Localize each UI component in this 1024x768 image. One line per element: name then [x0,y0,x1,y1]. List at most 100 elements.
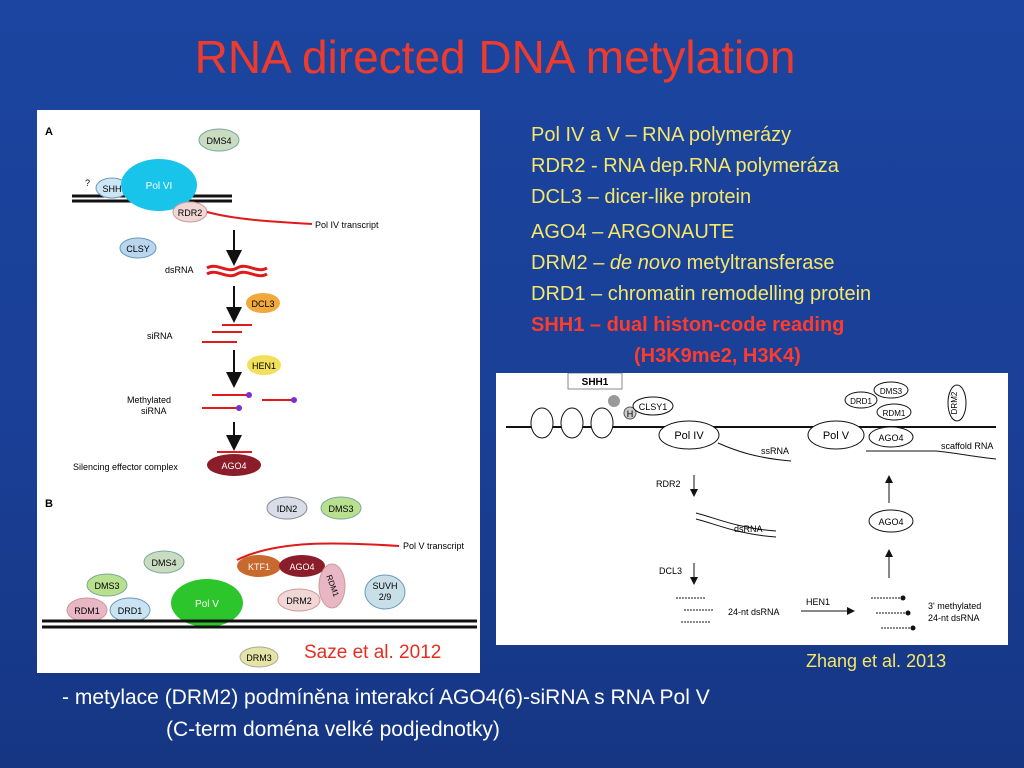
dms3-label: DMS3 [328,504,353,514]
clsy1-label: CLSY1 [639,402,668,412]
ssrna-label: ssRNA [761,446,789,456]
polvi-label: Pol VI [146,181,173,192]
hen1-label-b: HEN1 [806,597,830,607]
rdm1-label-c: RDM1 [883,409,906,418]
polIV-label: Pol IV [674,430,704,442]
h-domain [623,406,637,420]
dsrna-label: dsRNA [165,265,194,275]
clsy-protein [119,237,157,259]
scaffold-label: scaffold RNA [941,441,993,451]
ktf1-protein [237,555,281,577]
drm2-label: DRM2 [286,596,312,606]
shh1-label: SHH1 [582,377,609,388]
bottom-note: - metylace (DRM2) podmíněna interakcí AG… [62,686,710,709]
rdm1-protein [318,563,346,609]
drd1-label-b: DRD1 [850,397,872,406]
drm3-label: DRM3 [246,653,272,663]
polv-protein [171,579,243,627]
drm2-label-b: DRM2 [950,391,959,414]
drd1-label: DRD1 [118,606,143,616]
polV-label: Pol V [823,430,850,442]
polV-transcript-line [236,542,400,561]
clsy1-protein [632,396,674,416]
shh1-domain [608,395,620,407]
panel-a-label: A [45,126,53,138]
dsrna-label-b: dsRNA [734,524,763,534]
h-label: H [627,409,634,419]
methyl-group [291,397,297,403]
drm2-protein-b [947,384,967,422]
ago4-protein-b [279,555,325,577]
methylated-label-2: siRNA [141,406,167,416]
methylated-label: Methylated [127,395,171,405]
abbreviation-legend: Pol IV a V – RNA polymerázy RDR2 - RNA d… [531,120,871,372]
dcl3-label: DCL3 [251,299,274,309]
legend-line: DCL3 – dicer-like protein [531,186,752,208]
dms4-protein-b [143,550,185,574]
methyl-group [236,405,242,411]
dms4-protein [198,128,240,152]
figure-zhang: SHH1 H CLSY1 Pol IV ssRNA Pol V DRD1 DMS… [496,372,1008,645]
legend-drm2-a: DRM2 – [531,252,610,274]
dms3-protein-c [873,381,909,399]
legend-highlight: SHH1 – dual histon-code reading [531,314,845,336]
legend-line: RDR2 - RNA dep.RNA polymeráza [531,155,839,177]
clsy-label: CLSY [126,244,150,254]
ago4-protein-c [868,426,914,448]
nucleosomes [530,407,614,439]
ago4-label-c: AGO4 [878,433,903,443]
suvh-protein [364,574,406,610]
methylated-label-b-2: 24-nt dsRNA [928,613,980,623]
polIV-transcript-label: Pol IV transcript [315,220,379,230]
dms3-label-b: DMS3 [94,581,119,591]
dsrna-shape [206,264,268,272]
sirna-label: siRNA [147,331,173,341]
dcl3-label-b: DCL3 [659,566,682,576]
methylated-dsrna-group [871,595,916,631]
rdr2-label-b: RDR2 [656,479,681,489]
ago4-label: AGO4 [221,461,246,471]
dsrna-shape [206,270,268,278]
methylated-label-b: 3' methylated [928,601,981,611]
rddm-model-diagram: SHH1 H CLSY1 Pol IV ssRNA Pol V DRD1 DMS… [506,372,997,631]
ssrna-line [717,442,792,462]
panel-b-label: B [45,498,53,510]
dms3-label-c: DMS3 [880,387,903,396]
figure-saze: A DMS4 SHH ? Pol VI RDR2 Pol IV transcri… [37,110,480,673]
legend-drm2-italic: de novo [609,252,682,274]
shh-label: SHH [102,184,121,194]
citation-zhang: Zhang et al. 2013 [806,651,947,671]
question-mark: ? [85,178,90,188]
bottom-note-2: (C-term doména velké podjednotky) [166,718,500,741]
dsrna-line [695,518,777,538]
shh1-tag [567,372,623,390]
ago4-label-b: AGO4 [289,562,314,572]
drm3-protein [239,646,279,668]
ktf1-label: KTF1 [248,562,270,572]
rdm1-label-b: RDM1 [74,606,100,616]
scaffold-rna-line [866,450,997,460]
nt24-label: 24-nt dsRNA [728,607,780,617]
polV-protein [807,420,865,450]
suvh-label-2: 2/9 [379,592,392,602]
polvi-protein [121,159,197,211]
polV-transcript-label: Pol V transcript [403,541,465,551]
dms4-label-b: DMS4 [151,558,176,568]
ago4-protein [207,454,261,476]
silencing-complex-label: Silencing effector complex [73,462,178,472]
legend-line: DRD1 – chromatin remodelling protein [531,283,872,305]
legend-drm2-c: metyltransferase [681,252,835,274]
polIV-transcript-line [206,211,313,225]
legend-line-drm2: DRM2 – de novo metyltransferase [531,248,871,279]
rdm1-protein-c [876,403,912,421]
methyl-group [246,392,252,398]
dsrna-line [695,512,777,532]
legend-highlight-2: (H3K9me2, H3K4) [634,345,801,367]
rdr2-label: RDR2 [178,208,203,218]
24nt-dsrna-group [676,597,714,623]
pathway-diagram-a-b: A DMS4 SHH ? Pol VI RDR2 Pol IV transcri… [42,126,477,668]
polv-label: Pol V [195,599,219,610]
hen1-protein [247,355,281,375]
legend-line: AGO4 – ARGONAUTE [531,221,735,243]
hen1-label: HEN1 [252,361,276,371]
